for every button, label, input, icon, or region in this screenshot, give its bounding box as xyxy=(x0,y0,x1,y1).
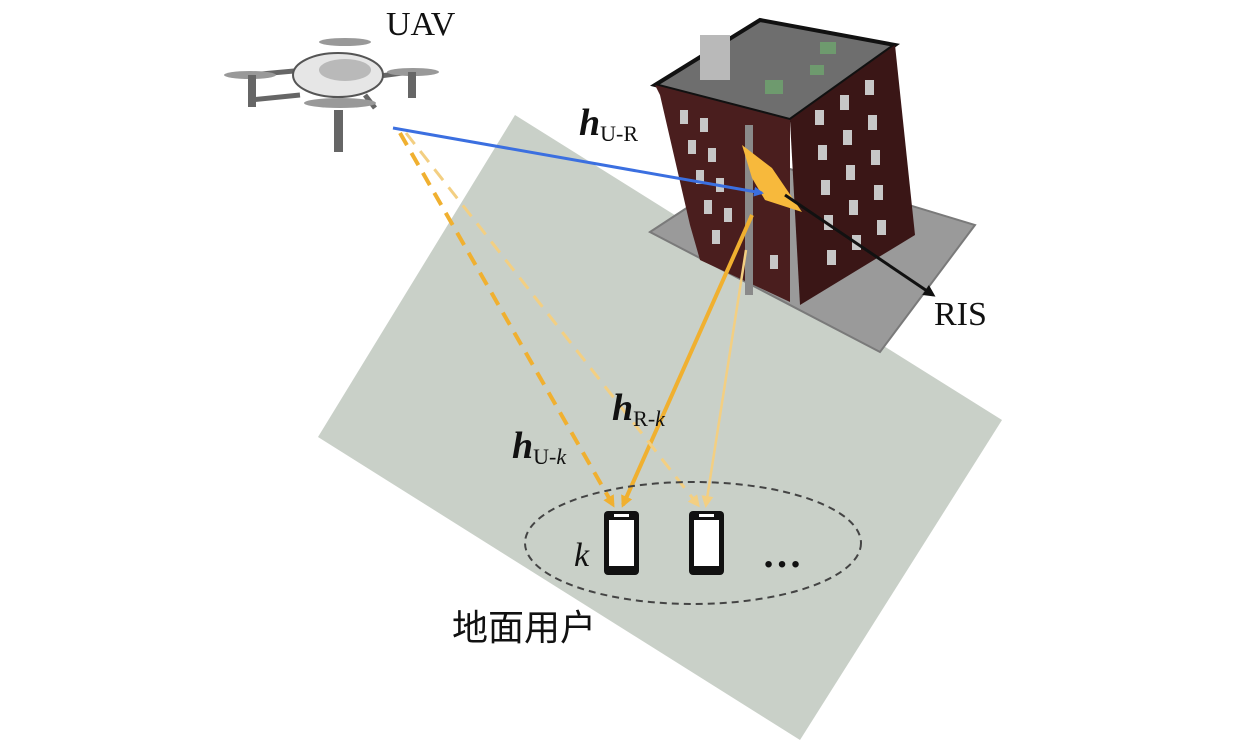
h-ur-main: h xyxy=(579,102,600,144)
user-group-ellipse xyxy=(524,481,862,605)
h-uk-label: hU-k xyxy=(512,425,567,469)
h-rk-subscript-k: k xyxy=(655,406,666,431)
h-uk-main: h xyxy=(512,425,533,467)
ground-users-label: 地面用户 xyxy=(452,608,596,649)
uav-label: UAV xyxy=(386,6,456,43)
more-users-ellipsis: … xyxy=(762,531,802,576)
ris-pointer-arrow xyxy=(784,193,936,297)
h-uk-subscript: U- xyxy=(533,444,556,469)
link-uav-to-user-k xyxy=(398,132,615,508)
h-ur-label: hU-R xyxy=(579,102,638,146)
uav-drone xyxy=(224,38,439,152)
ris-label: RIS xyxy=(934,296,987,333)
h-ur-subscript: U-R xyxy=(600,121,638,146)
h-rk-label: hR-k xyxy=(612,387,666,431)
h-rk-main: h xyxy=(612,387,633,429)
h-uk-subscript-k: k xyxy=(556,444,567,469)
link-uav-to-ris xyxy=(392,126,764,197)
h-rk-subscript: R- xyxy=(633,406,655,431)
link-uav-to-user-2 xyxy=(404,132,700,508)
ground-plane xyxy=(318,115,1002,740)
phone-icon-user-k xyxy=(604,511,639,575)
phone-icon-user-2 xyxy=(689,511,724,575)
link-ris-to-user-2 xyxy=(701,249,748,508)
link-ris-to-user-k xyxy=(621,214,754,508)
user-k-label: k xyxy=(574,537,590,574)
